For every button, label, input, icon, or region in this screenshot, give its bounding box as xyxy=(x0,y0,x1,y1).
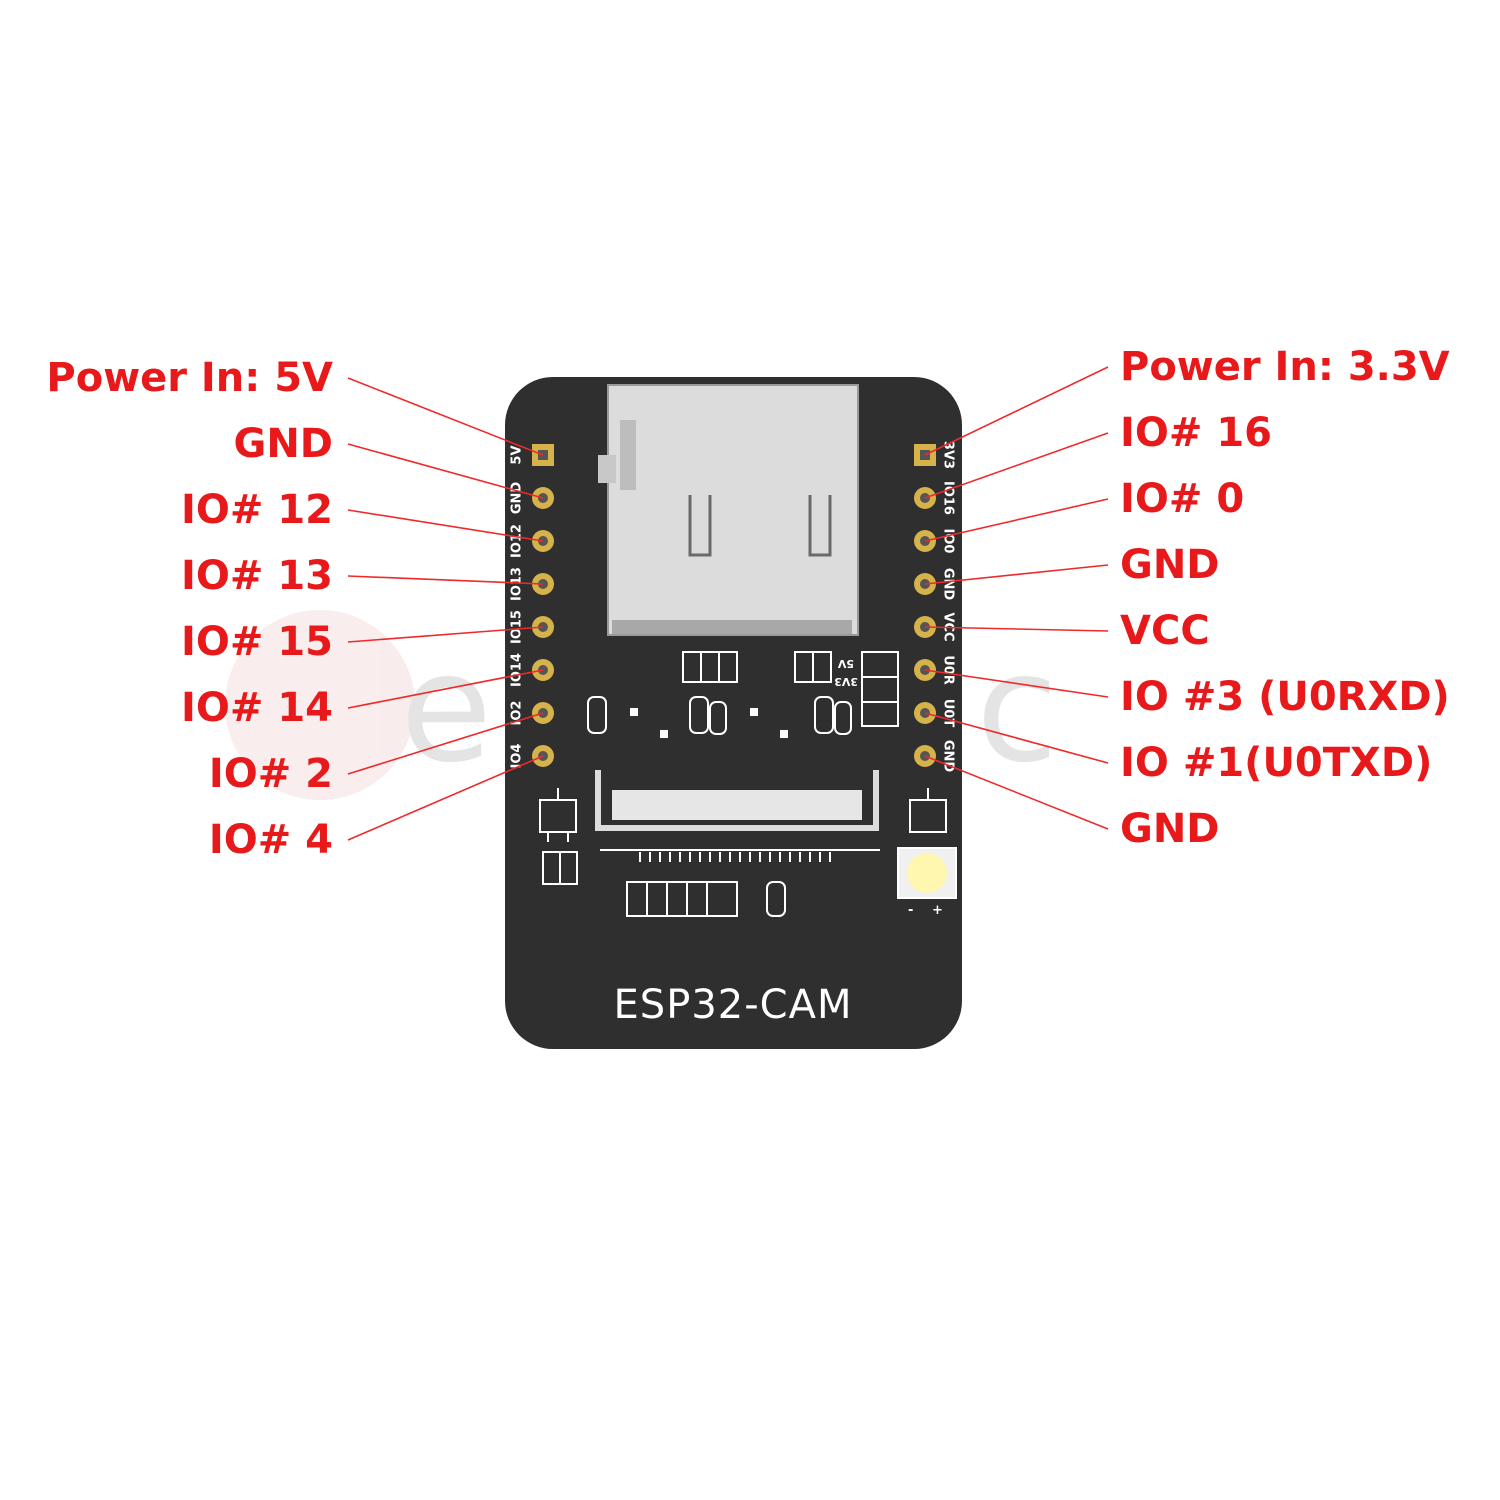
left-pin-silk-label: IO15 xyxy=(510,610,525,644)
left-callout-label: Power In: 5V xyxy=(46,355,333,401)
left-pin-silk-label: IO14 xyxy=(510,653,525,687)
pin-callouts: Power In: 5V GND IO# 12 IO# 13 IO# 15 IO# 14 I… xyxy=(46,344,1449,863)
left-callout-line xyxy=(347,377,544,456)
right-callout-label: IO# 16 xyxy=(1120,410,1272,456)
sd-card-slot xyxy=(598,384,859,636)
led-minus-label: - xyxy=(908,903,913,918)
left-callout-line xyxy=(347,443,544,499)
left-callout-line xyxy=(347,712,544,775)
left-callout-line xyxy=(347,575,544,585)
led-plus-label: + xyxy=(932,903,943,918)
right-pin-silk-label: IO16 xyxy=(941,481,956,515)
left-pin-silk-label: IO4 xyxy=(510,744,525,769)
right-callout-line xyxy=(924,755,1109,830)
left-callout-line xyxy=(347,509,544,542)
left-callout-label: IO# 12 xyxy=(181,487,333,533)
right-callout-line xyxy=(924,564,1109,585)
right-callout-label: GND xyxy=(1120,806,1220,852)
left-callout-line xyxy=(347,755,544,841)
right-callout-line xyxy=(924,712,1109,764)
left-pin-silk-label: IO13 xyxy=(510,567,525,601)
ic-marks xyxy=(630,708,788,738)
right-callout-label: IO# 0 xyxy=(1120,476,1244,522)
left-pin-silk-label: IO12 xyxy=(510,524,525,558)
smd-components xyxy=(539,651,947,917)
esp32-cam-board: 5V 3V3 - + xyxy=(505,377,962,1049)
right-pin-silk-label: GND xyxy=(941,568,956,601)
left-callout-line xyxy=(347,669,544,709)
right-callout-label: Power In: 3.3V xyxy=(1120,344,1450,390)
right-pin-silk-label: U0R xyxy=(941,655,956,685)
left-callout-label: GND xyxy=(233,421,333,467)
left-callout-label: IO# 4 xyxy=(209,817,333,863)
right-callout-line xyxy=(924,626,1109,632)
right-callout-label: VCC xyxy=(1120,608,1210,654)
connector-pins xyxy=(639,852,831,862)
right-callout-line xyxy=(924,432,1109,499)
jumper-label-3v3: 3V3 xyxy=(834,675,858,688)
right-callout-line xyxy=(924,669,1109,698)
left-callout-label: IO# 14 xyxy=(181,685,333,731)
left-pin-silk-label: 5V xyxy=(510,445,525,464)
right-pin-silk-label: U0T xyxy=(941,699,956,728)
flash-led: - + xyxy=(897,847,957,918)
led-icon xyxy=(907,853,947,893)
left-callout-label: IO# 2 xyxy=(209,751,333,797)
right-pin-silk-label: IO0 xyxy=(941,529,956,554)
left-pin-silk-label: GND xyxy=(510,482,525,515)
right-callout-label: IO #1(U0TXD) xyxy=(1120,740,1432,786)
right-callout-label: GND xyxy=(1120,542,1220,588)
watermark-logo-icon xyxy=(225,610,415,800)
header-pins: 5VGNDIO12IO13IO15IO14IO2IO43V3IO16IO0GND… xyxy=(510,441,956,772)
right-pin-silk-label: 3V3 xyxy=(941,441,956,469)
camera-connector xyxy=(595,770,880,862)
right-callout-line xyxy=(924,366,1109,456)
left-callout-line xyxy=(347,626,544,643)
board-name: ESP32-CAM xyxy=(614,982,853,1028)
jumper-label-5v: 5V xyxy=(837,657,854,670)
left-callout-label: IO# 13 xyxy=(181,553,333,599)
right-callout-line xyxy=(924,498,1109,542)
left-callout-label: IO# 15 xyxy=(181,619,333,665)
right-callout-label: IO #3 (U0RXD) xyxy=(1120,674,1450,720)
